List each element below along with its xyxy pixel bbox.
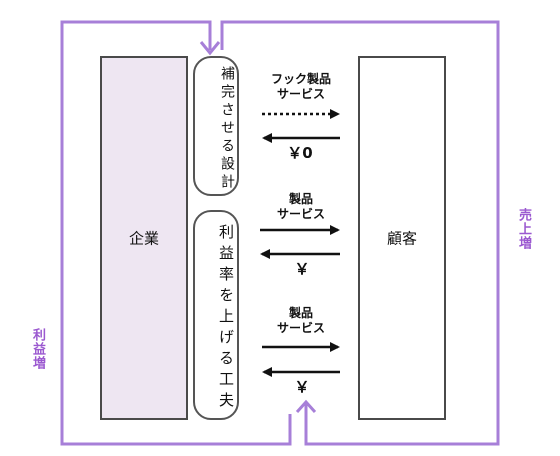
company-label: 企業 <box>128 229 159 248</box>
price-label: ￥0 <box>287 144 313 162</box>
sales-loop-line <box>220 20 500 446</box>
flow-1-label: フック製品 サービス <box>256 72 346 102</box>
strategy-label: 補完させる設計 <box>219 66 235 192</box>
sales-loop-arrowhead <box>295 399 317 414</box>
sales-increase-label: 売上増 <box>516 208 531 250</box>
service-label: サービス <box>276 207 325 221</box>
profit-increase-label: 利益増 <box>30 328 45 370</box>
price-label: ￥ <box>294 378 310 396</box>
profit-loop-arrowhead <box>199 41 221 56</box>
price-label: ￥ <box>294 260 310 278</box>
product-label: フック製品 <box>270 72 331 86</box>
customer-label: 顧客 <box>386 229 417 248</box>
product-label: 製品 <box>288 192 313 206</box>
service-label: サービス <box>276 87 325 101</box>
product-label: 製品 <box>288 306 313 320</box>
service-label: サービス <box>276 321 325 335</box>
flow-3-label: 製品 サービス <box>256 306 346 336</box>
flow-2-label: 製品 サービス <box>256 192 346 222</box>
strategy-label: 利益率を上げる工夫 <box>217 223 235 413</box>
customer-box: 顧客 <box>358 56 446 420</box>
profit-loop-line <box>60 20 292 446</box>
company-box: 企業 <box>100 56 188 420</box>
strategy-complementary-design: 補完させる設計 <box>193 56 239 196</box>
strategy-raise-margin: 利益率を上げる工夫 <box>193 210 239 420</box>
